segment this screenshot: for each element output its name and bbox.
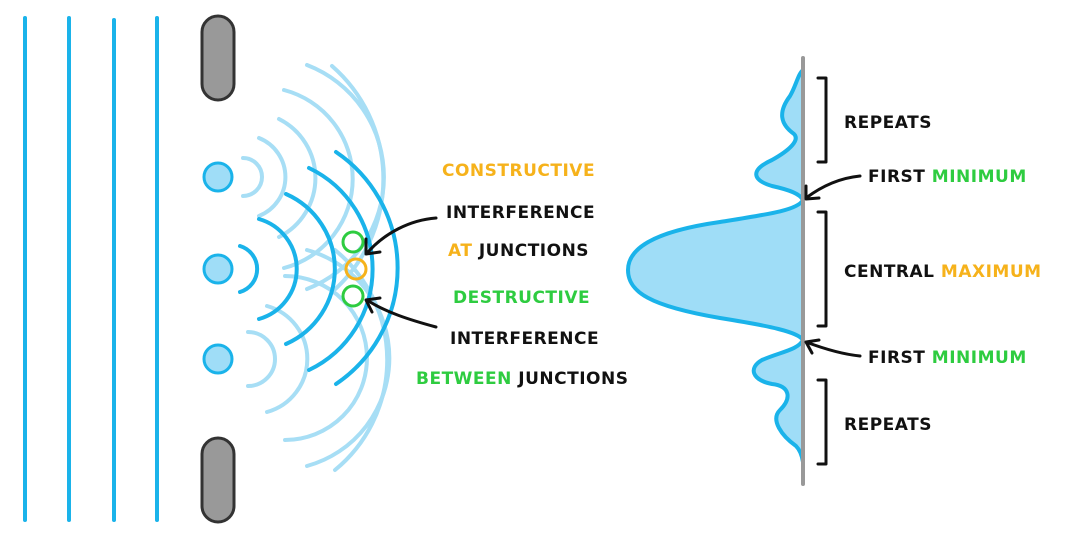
arrowhead [364, 296, 382, 314]
between-junctions-label: BETWEEN JUNCTIONS [416, 369, 628, 389]
barrier-top [200, 14, 236, 102]
bracket-repeats-bottom [816, 378, 828, 466]
arrow-to-destructive [365, 298, 438, 329]
repeats-label-top: REPEATS [844, 113, 932, 133]
arrowhead [804, 184, 821, 201]
arrow-first-min-bottom [804, 340, 862, 358]
intensity-pattern [626, 68, 805, 464]
constructive-marker [344, 257, 368, 281]
bracket-repeats-top [816, 76, 828, 164]
interference-label-2: INTERFERENCE [450, 329, 599, 349]
interference-label-1: INTERFERENCE [446, 203, 595, 223]
destructive-marker-top [341, 230, 365, 254]
constructive-label: CONSTRUCTIVE [442, 161, 595, 181]
plane-wavefronts [23, 16, 159, 522]
destructive-label: DESTRUCTIVE [453, 288, 590, 308]
barrier-bottom [200, 436, 236, 524]
arrowhead [804, 338, 821, 355]
slit-source-bottom [202, 343, 234, 375]
arrow-first-min-top [804, 174, 862, 200]
slit-source-top [202, 161, 234, 193]
first-minimum-label-bottom: FIRST MINIMUM [868, 348, 1027, 368]
at-junctions-label: AT JUNCTIONS [448, 241, 589, 261]
first-minimum-label-top: FIRST MINIMUM [868, 167, 1027, 187]
bracket-central [816, 210, 828, 328]
arrowhead [364, 237, 382, 256]
repeats-label-bottom: REPEATS [844, 415, 932, 435]
slit-source-middle [202, 253, 234, 285]
diffracted-waves-central [238, 150, 400, 386]
arrow-to-constructive [366, 216, 438, 254]
central-maximum-label: CENTRAL MAXIMUM [844, 262, 1042, 282]
destructive-marker-bottom [341, 284, 365, 308]
